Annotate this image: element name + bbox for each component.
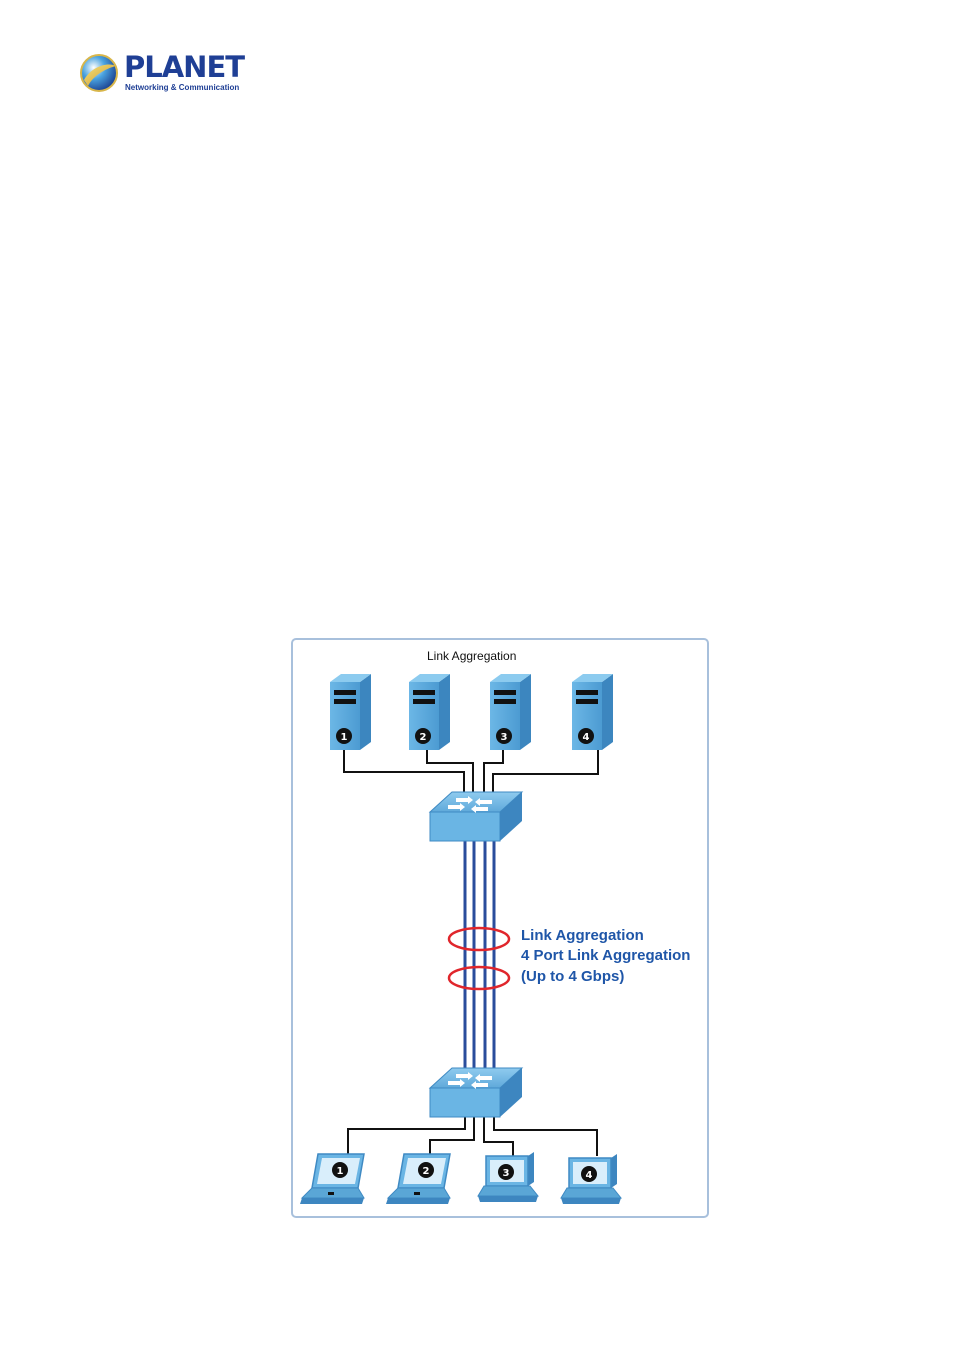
server-4: 4 [572, 674, 613, 750]
aggregated-trunk [463, 840, 496, 1070]
client-laptop-2: 2 [386, 1153, 451, 1204]
server-number: 3 [501, 732, 508, 743]
client-desktop-4: 4 [560, 1154, 623, 1204]
globe-icon [80, 54, 118, 92]
client-number: 1 [337, 1166, 344, 1177]
annotation-line-2: 4 Port Link Aggregation [521, 947, 691, 964]
client-desktop-3: 3 [477, 1152, 540, 1202]
server-2: 2 [409, 674, 450, 750]
server-cables [343, 748, 599, 792]
aggregation-ring-lower [447, 965, 511, 991]
top-switch [428, 791, 524, 842]
bottom-switch [428, 1067, 524, 1118]
server-number: 1 [341, 732, 348, 743]
client-number: 2 [423, 1166, 430, 1177]
planet-logo: PLANET Networking & Communication [78, 50, 248, 98]
client-laptop-1: 1 [300, 1153, 365, 1204]
aggregation-ring-upper [447, 926, 511, 952]
server-1: 1 [330, 674, 371, 750]
client-number: 4 [586, 1170, 593, 1181]
annotation-line-3: (Up to 4 Gbps) [521, 968, 625, 985]
server-number: 4 [583, 732, 590, 743]
logo-tagline: Networking & Communication [125, 83, 240, 92]
annotation-line-1: Link Aggregation [521, 927, 644, 944]
server-number: 2 [420, 732, 427, 743]
client-cables [347, 1116, 598, 1156]
client-number: 3 [503, 1168, 510, 1179]
diagram-title: Link Aggregation [427, 649, 517, 663]
logo-wordmark: PLANET [124, 50, 245, 84]
server-3: 3 [490, 674, 531, 750]
